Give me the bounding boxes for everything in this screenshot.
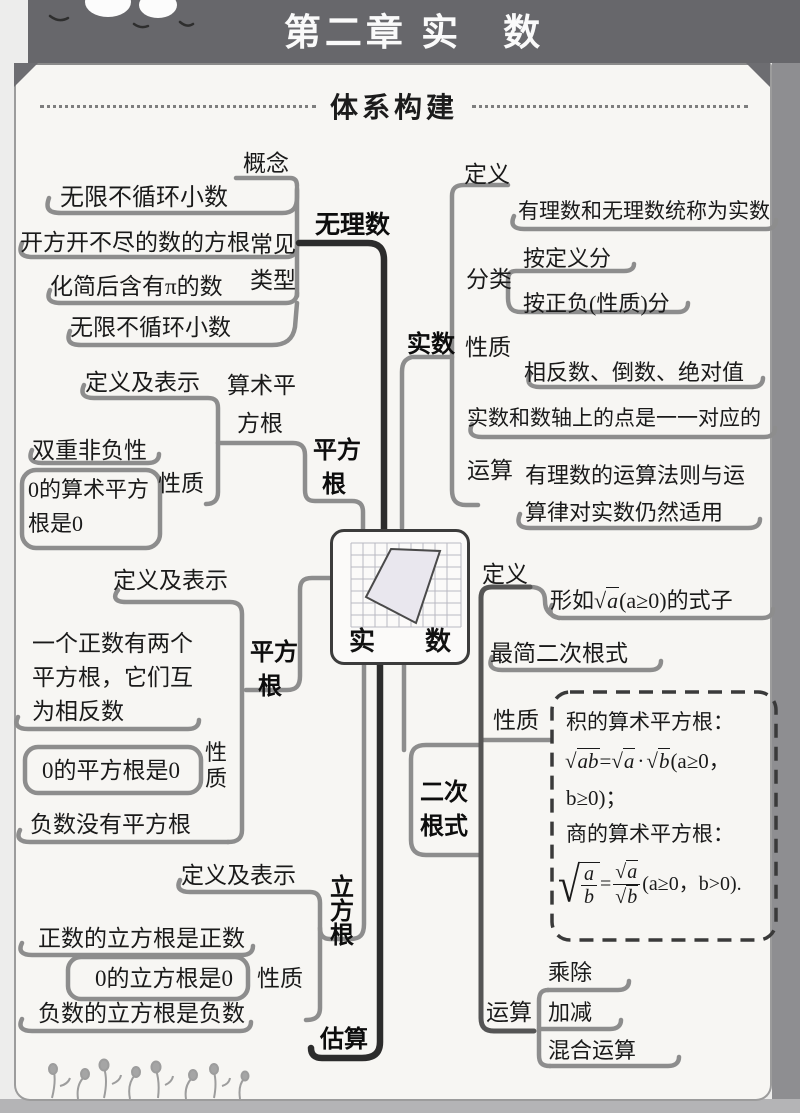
arith-sqrt-prop-label: 性质 — [158, 471, 204, 496]
leaf-double-nonnegativity: 双重非负性 — [32, 438, 147, 463]
root-node-real-numbers: 实 数 — [330, 529, 470, 665]
leaf-contains-pi: 化简后含有π的数 — [50, 274, 223, 299]
leaf-cube-negative: 负数的立方根是负数 — [38, 1001, 245, 1026]
chapter-header: 第二章 实 数 — [28, 0, 800, 63]
real-prop-label: 性质 — [465, 335, 511, 360]
quad-def-label: 定义 — [482, 562, 528, 587]
leaf-non-terminating-roots: 开方开不尽的数的方根 — [20, 230, 250, 255]
quad-prop-label: 性质 — [493, 708, 539, 733]
branch-label-estimate: 估算 — [320, 1026, 368, 1053]
bottom-strip — [0, 1099, 800, 1113]
concept-label: 概念 — [243, 151, 289, 176]
leaf-mixed-operations: 混合运算 — [548, 1038, 637, 1063]
branch-label-sqrt-1: 平方 — [250, 639, 298, 666]
branch-label-cube-2: 方 — [330, 898, 354, 925]
leaf-cube-positive: 正数的立方根是正数 — [38, 926, 245, 951]
sqrt-prop-label-2: 质 — [205, 766, 228, 791]
arith-sqrt-label-1: 算术平 — [227, 373, 296, 398]
real-op-label: 运算 — [467, 458, 513, 483]
leaf-add-subtract: 加减 — [548, 1000, 593, 1025]
product-rule-condition: b≥0)； — [566, 786, 627, 810]
leaf-two-square-roots-1: 一个正数有两个 — [32, 631, 193, 656]
cube-prop-label: 性质 — [257, 966, 303, 991]
sqrt-def-label: 定义及表示 — [113, 568, 228, 593]
leaf-classify-by-sign: 按正负(性质)分 — [523, 291, 670, 316]
leaf-real-definition: 有理数和无理数统称为实数 — [518, 199, 770, 223]
leaf-arith-sqrt-zero-1: 0的算术平方 — [28, 477, 150, 502]
section-heading-row: 体系构建 — [40, 86, 749, 126]
sqrt-prop-label-1: 性 — [205, 740, 228, 765]
real-def-label: 定义 — [464, 162, 510, 187]
leaf-operation-rules-2: 算律对实数仍然适用 — [525, 500, 724, 525]
common-types-label-2: 类型 — [250, 268, 296, 293]
leaf-two-square-roots-2: 平方根，它们互 — [32, 665, 193, 690]
branch-label-quad-1: 二次 — [420, 779, 468, 806]
branch-label-irrational: 无理数 — [315, 211, 391, 239]
branch-label-sqrt-upper-2: 根 — [322, 471, 346, 498]
branch-label-sqrt-2: 根 — [258, 673, 282, 700]
flower-doodle — [48, 1058, 250, 1100]
leaf-multiply-divide: 乘除 — [548, 960, 593, 985]
leaf-classify-by-definition: 按定义分 — [523, 246, 612, 271]
quadrilateral-figure — [364, 547, 442, 625]
leaf-arith-sqrt-zero-2: 根是0 — [28, 511, 84, 536]
header-doodle — [48, 0, 195, 29]
branch-label-quad-2: 根式 — [420, 813, 468, 840]
root-label-left: 实 — [349, 626, 376, 656]
properties-dashed-box — [550, 690, 778, 942]
cube-def-label: 定义及表示 — [181, 863, 296, 888]
leaf-infinite-decimal-1: 无限不循环小数 — [60, 185, 228, 211]
dotted-divider-left — [40, 104, 316, 108]
arith-sqrt-def-label: 定义及表示 — [85, 370, 200, 395]
root-label-right: 数 — [424, 626, 451, 656]
leaf-operation-rules-1: 有理数的运算法则与运 — [525, 463, 746, 488]
leaf-cube-zero: 0的立方根是0 — [95, 966, 233, 991]
grid-figure — [350, 542, 462, 628]
section-heading: 体系构建 — [330, 92, 459, 123]
leaf-opposite-reciprocal-abs: 相反数、倒数、绝对值 — [524, 360, 745, 385]
leaf-number-line-correspondence: 实数和数轴上的点是一一对应的 — [467, 406, 761, 430]
classification-label: 分类 — [466, 267, 512, 292]
quotient-rule-title: 商的算术平方根： — [566, 822, 734, 846]
root-label: 实 数 — [349, 621, 451, 658]
leaf-negative-no-sqrt: 负数没有平方根 — [30, 812, 191, 837]
branch-label-cube-3: 根 — [330, 922, 354, 949]
leaf-sqrt-of-zero: 0的平方根是0 — [42, 758, 180, 783]
leaf-two-square-roots-3: 为相反数 — [32, 699, 124, 724]
branch-label-cube-1: 立 — [330, 874, 354, 901]
quad-op-label: 运算 — [486, 1000, 532, 1025]
branch-label-sqrt-upper-1: 平方 — [313, 437, 361, 464]
arith-sqrt-label-2: 方根 — [237, 411, 283, 436]
common-types-label-1: 常见 — [250, 232, 296, 257]
leaf-infinite-decimal-2: 无限不循环小数 — [70, 315, 231, 340]
right-gutter — [772, 63, 800, 1113]
product-rule-formula: √ab=√a·√b(a≥0， — [565, 748, 730, 773]
leaf-simplest-radical: 最简二次根式 — [490, 641, 628, 666]
product-rule-title: 积的算术平方根： — [566, 710, 734, 734]
chapter-title: 第二章 实 数 — [283, 12, 545, 53]
leaf-quad-definition: 形如√a(a≥0)的式子 — [550, 587, 733, 613]
branch-label-real: 实数 — [407, 331, 455, 358]
dotted-divider-right — [472, 104, 749, 108]
